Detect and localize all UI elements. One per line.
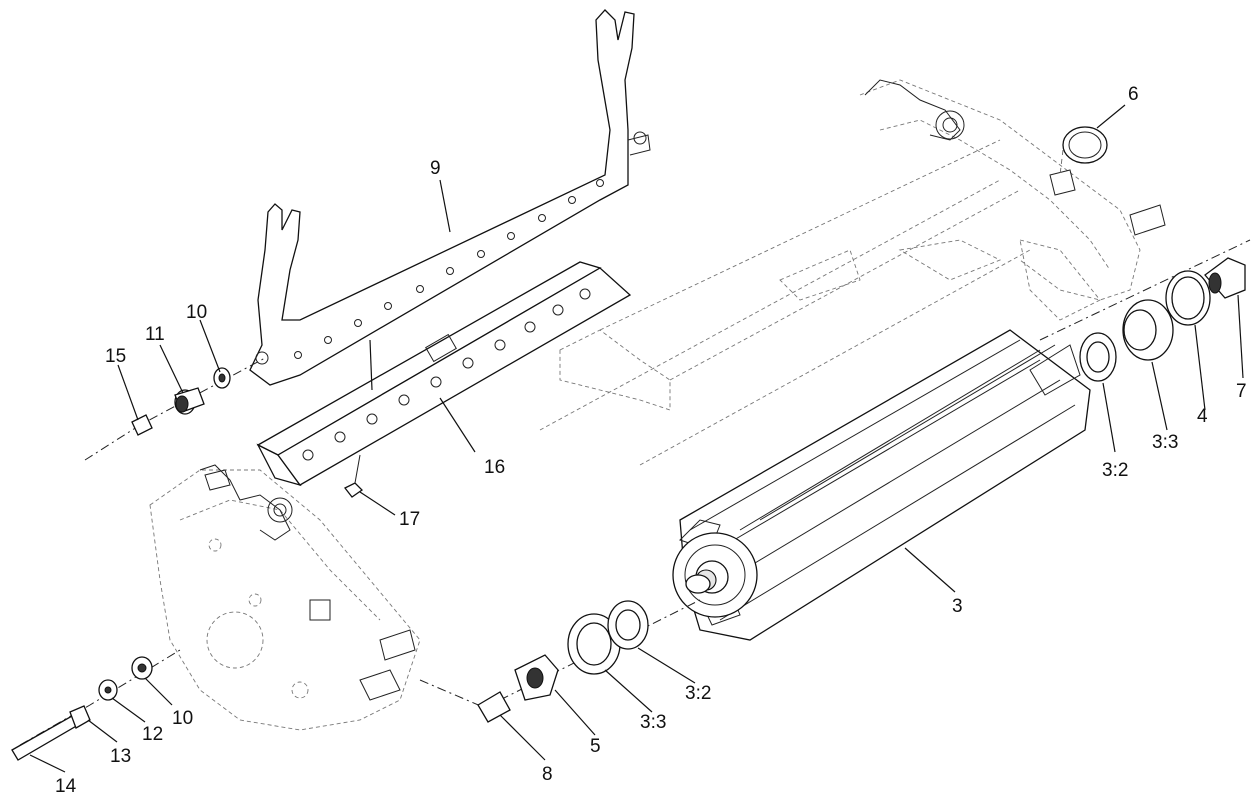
- callout-16: 16: [484, 457, 505, 478]
- left-lower-hardware: [11, 649, 181, 761]
- callout-15: 15: [105, 346, 126, 367]
- leader-lines: [29, 104, 1244, 773]
- callout-6: 6: [1128, 84, 1139, 105]
- callout-3-3-left: 3:3: [640, 712, 666, 733]
- callout-11: 11: [145, 324, 165, 345]
- callout-4: 4: [1197, 406, 1208, 427]
- roller-bracket-part-9: [249, 9, 651, 386]
- callout-3-3-right: 3:3: [1152, 432, 1178, 453]
- callout-8: 8: [542, 764, 553, 785]
- frame-ghost: [149, 79, 1141, 731]
- callout-3-2-right: 3:2: [1102, 460, 1128, 481]
- callout-3-2-left: 3:2: [685, 683, 711, 704]
- callout-13: 13: [110, 746, 131, 767]
- callout-7: 7: [1236, 381, 1247, 402]
- left-upper-hardware: [84, 357, 266, 461]
- side-plate-right: [864, 79, 1166, 236]
- right-bearing-stack: [1039, 239, 1251, 382]
- screw-part-17: [344, 454, 364, 498]
- callout-17: 17: [399, 509, 420, 530]
- callout-5: 5: [590, 736, 601, 757]
- callout-10-lower: 10: [172, 708, 193, 729]
- callout-14: 14: [55, 776, 77, 797]
- callouts: 9 6 10 11 15 16 17 7 4 3:3 3:2 3 3:2 3:3…: [55, 84, 1247, 797]
- callout-10-upper: 10: [186, 302, 207, 323]
- callout-9: 9: [430, 158, 441, 179]
- center-bearing-stack: [419, 599, 701, 723]
- bedknife-part-16: [256, 261, 632, 487]
- callout-3: 3: [952, 596, 963, 617]
- callout-12: 12: [142, 724, 163, 745]
- reel-part-3: [672, 329, 1091, 641]
- plug-part-6: [1059, 126, 1108, 176]
- side-plate-left: [199, 464, 416, 701]
